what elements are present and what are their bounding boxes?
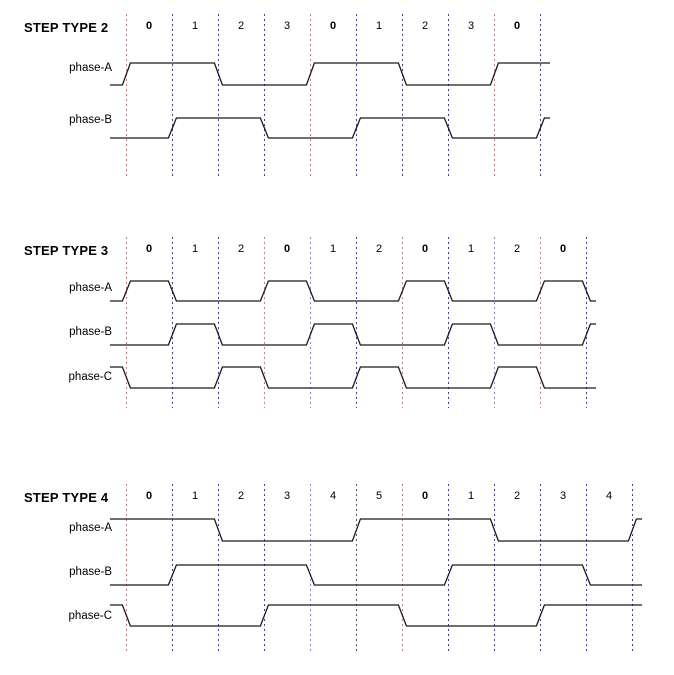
step-type-3-section: STEP TYPE 3 0 1 2 0 1 2 0 1 2 0 phase-A phase-B phas… bbox=[0, 228, 674, 458]
step-number-label: 0 bbox=[145, 490, 153, 502]
waveform-phase-b bbox=[110, 323, 596, 346]
phase-label-phase-b: phase-B bbox=[69, 114, 112, 126]
step-number-label: 2 bbox=[237, 20, 245, 32]
step-number-label: 1 bbox=[191, 20, 199, 32]
step-number-label: 1 bbox=[467, 243, 475, 255]
step-number-label: 0 bbox=[145, 243, 153, 255]
step-number-label: 0 bbox=[421, 490, 429, 502]
step-type-3-waveforms bbox=[110, 237, 596, 408]
phase-label-phase-c: phase-C bbox=[68, 610, 112, 622]
step-number-label: 1 bbox=[191, 243, 199, 255]
step-number-label: 3 bbox=[283, 20, 291, 32]
phase-label-phase-b: phase-B bbox=[69, 326, 112, 338]
step-number-label: 0 bbox=[513, 20, 521, 32]
waveform-phase-b bbox=[110, 564, 642, 586]
waveform-phase-a bbox=[110, 280, 596, 302]
step-type-4-section: STEP TYPE 4 0 1 2 3 4 5 0 1 2 3 4 phase-A phase-B pha… bbox=[0, 472, 674, 675]
step-number-label: 0 bbox=[145, 20, 153, 32]
phase-label-phase-a: phase-A bbox=[69, 522, 112, 534]
waveform-phase-c bbox=[110, 366, 596, 389]
step-number-label: 3 bbox=[559, 490, 567, 502]
waveform-phase-c bbox=[110, 604, 642, 627]
step-number-label: 4 bbox=[605, 490, 613, 502]
step-number-label: 0 bbox=[283, 243, 291, 255]
step-number-label: 2 bbox=[513, 490, 521, 502]
waveform-phase-b bbox=[110, 117, 550, 139]
step-number-label: 2 bbox=[237, 490, 245, 502]
step-type-4-waveforms bbox=[110, 484, 642, 652]
step-number-label: 0 bbox=[329, 20, 337, 32]
waveform-phase-a bbox=[110, 62, 550, 86]
waveform-phase-a bbox=[110, 518, 642, 542]
step-number-label: 4 bbox=[329, 490, 337, 502]
step-number-label: 1 bbox=[467, 490, 475, 502]
phase-label-phase-b: phase-B bbox=[69, 566, 112, 578]
step-number-label: 0 bbox=[421, 243, 429, 255]
step-type-2-waveforms bbox=[110, 14, 550, 178]
step-number-label: 2 bbox=[513, 243, 521, 255]
step-number-label: 0 bbox=[559, 243, 567, 255]
phase-label-phase-a: phase-A bbox=[69, 62, 112, 74]
phase-label-phase-c: phase-C bbox=[68, 371, 112, 383]
step-number-label: 2 bbox=[237, 243, 245, 255]
section-title-step-type-3: STEP TYPE 3 bbox=[24, 243, 109, 258]
step-type-2-section: STEP TYPE 2 0 1 2 3 0 1 2 3 0 phase-A phase-B bbox=[0, 0, 674, 210]
phase-label-phase-a: phase-A bbox=[69, 282, 112, 294]
section-title-step-type-2: STEP TYPE 2 bbox=[24, 20, 109, 35]
step-number-label: 1 bbox=[329, 243, 337, 255]
step-number-label: 3 bbox=[467, 20, 475, 32]
step-number-label: 2 bbox=[375, 243, 383, 255]
step-number-label: 1 bbox=[375, 20, 383, 32]
step-number-label: 2 bbox=[421, 20, 429, 32]
step-number-label: 1 bbox=[191, 490, 199, 502]
step-number-label: 3 bbox=[283, 490, 291, 502]
section-title-step-type-4: STEP TYPE 4 bbox=[24, 490, 109, 505]
step-number-label: 5 bbox=[375, 490, 383, 502]
